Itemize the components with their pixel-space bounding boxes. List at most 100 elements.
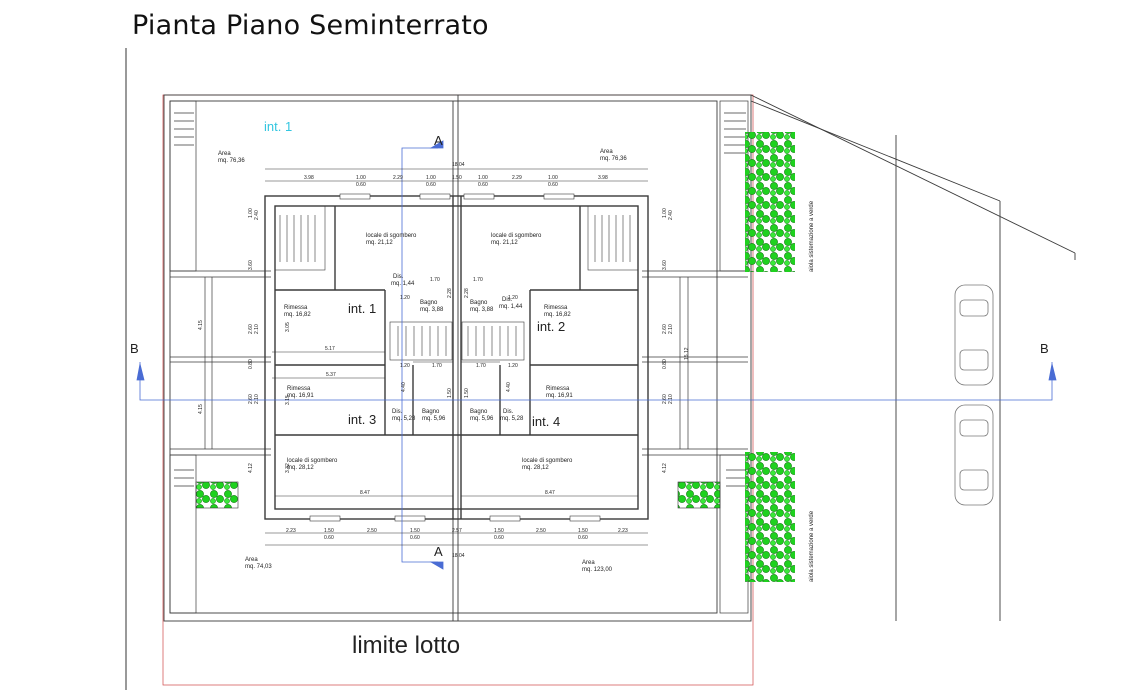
dim-100b: 1.00 (662, 208, 668, 218)
dim-228b: 2.28 (464, 288, 470, 298)
section-a-top: A (434, 133, 443, 148)
dim-top-6: 1.50 (452, 175, 462, 181)
unit-label-int2: int. 2 (537, 319, 565, 334)
dim-bottom-9: 2.50 (536, 528, 546, 534)
room-dis-4-name: Dis. (503, 409, 514, 415)
dim-100a: 1.00 (248, 208, 254, 218)
unit-label-int4: int. 4 (532, 414, 560, 429)
dim-top-1: 1.00 (356, 175, 366, 181)
dim-bottom-10: 1.50 (578, 528, 588, 534)
dim-315: 3.15 (285, 395, 291, 405)
dim-412a: 4.12 (248, 463, 254, 473)
planter-left (195, 481, 239, 509)
dim-260b: 2.60 (248, 394, 254, 404)
dim-total-top: 18.04 (452, 162, 465, 168)
section-b-right: B (1040, 341, 1049, 356)
room-bagno-2-value: mq. 3,88 (470, 307, 494, 313)
dim-210d: 2.10 (668, 394, 674, 404)
garden-label-north: aiola sistemazione a verde (809, 200, 815, 272)
dim-top-10: 1.00 (548, 175, 558, 181)
dim-top-5: 0.60 (426, 182, 436, 188)
dim-210a: 2.10 (254, 324, 260, 334)
room-dis-3-value: mq. 5,28 (392, 416, 416, 422)
dim-top-8: 0.60 (478, 182, 488, 188)
dimension-lines (265, 168, 648, 546)
dim-170d: 1.70 (476, 363, 486, 369)
dim-228a: 2.28 (447, 288, 453, 298)
planter-right (677, 481, 721, 509)
dim-170c: 1.70 (432, 363, 442, 369)
unit-label-int1-top: int. 1 (264, 119, 292, 134)
room-rimessa-2-name: Rimessa (544, 305, 568, 311)
room-sgombero-sw-name: locale di sgombero (287, 458, 338, 464)
greenery (195, 132, 795, 582)
dim-bottom-12: 2.23 (618, 528, 628, 534)
hedge-north (745, 132, 795, 272)
dim-total-bottom: 18.04 (452, 553, 465, 559)
room-rimessa-4-name: Rimessa (546, 386, 570, 392)
dim-top-7: 1.00 (478, 175, 488, 181)
dim-150a: 1.50 (447, 388, 453, 398)
dim-bottom-8: 0.60 (494, 535, 504, 541)
site-divisions (170, 270, 748, 456)
dim-240b: 2.40 (668, 210, 674, 220)
dim-847a: 8.47 (360, 490, 370, 496)
dim-210b: 2.10 (254, 394, 260, 404)
dim-bottom-0: 2.23 (286, 528, 296, 534)
room-dis-2-name: Dis. (502, 297, 513, 303)
interior-stairs (274, 205, 639, 361)
dim-412b: 4.12 (662, 463, 668, 473)
parking-cars (954, 284, 994, 506)
room-bagno-1-value: mq. 3,88 (420, 307, 444, 313)
dim-top-3: 2.29 (393, 175, 403, 181)
room-bagno-2-name: Bagno (470, 300, 488, 306)
page-title: Pianta Piano Seminterrato (132, 10, 489, 41)
room-sgombero-sw-value: mq. 28,12 (287, 465, 314, 471)
area-se-value: mq. 123,00 (582, 567, 613, 573)
dim-chain-top: 3.98 1.00 0.60 2.29 1.00 0.60 1.50 1.00 … (304, 175, 608, 188)
dim-260a: 2.60 (248, 324, 254, 334)
dim-120a: 1.20 (400, 295, 410, 301)
dim-080b: 0.80 (662, 359, 668, 369)
dim-332: 3.32 (285, 463, 291, 473)
dim-120d: 1.20 (508, 295, 518, 301)
building-walls (264, 195, 649, 520)
dim-260c: 2.60 (662, 324, 668, 334)
room-rimessa-2-value: mq. 16,82 (544, 312, 571, 318)
dim-bottom-2: 0.60 (324, 535, 334, 541)
dim-150b: 1.50 (464, 388, 470, 398)
room-rimessa-1-value: mq. 16,82 (284, 312, 311, 318)
room-sgombero-se-name: locale di sgombero (522, 458, 573, 464)
dim-bottom-6: 2.57 (452, 528, 462, 534)
dim-210c: 2.10 (668, 324, 674, 334)
room-sgombero-ne-name: locale di sgombero (491, 233, 542, 239)
dim-top-12: 3.98 (598, 175, 608, 181)
dim-top-9: 2.29 (512, 175, 522, 181)
room-dis-4-value: mq. 5,28 (500, 416, 524, 422)
room-sgombero-nw-name: locale di sgombero (366, 233, 417, 239)
area-sw-value: mq. 74,03 (245, 564, 272, 570)
dim-360a: 3.60 (248, 260, 254, 270)
dim-bottom-1: 1.50 (324, 528, 334, 534)
dim-170b: 1.70 (473, 277, 483, 283)
room-bagno-3-value: mq. 5,96 (422, 416, 446, 422)
dim-305: 3.05 (285, 322, 291, 332)
dim-440b: 4.40 (506, 382, 512, 392)
room-sgombero-se-value: mq. 28,12 (522, 465, 549, 471)
section-line-a (401, 140, 444, 570)
section-line-b (136, 362, 1057, 401)
dim-bottom-3: 2.50 (367, 528, 377, 534)
dim-120b: 1.20 (400, 363, 410, 369)
section-b-left: B (130, 341, 139, 356)
dim-517: 5.17 (325, 346, 335, 352)
garden-label-south: aiola sistemazione a verde (809, 510, 815, 582)
section-a-bottom: A (434, 544, 443, 559)
hedge-south (745, 452, 795, 582)
room-dis-2-value: mq. 1,44 (499, 304, 523, 310)
dim-240a: 2.40 (254, 210, 260, 220)
dim-bottom-7: 1.50 (494, 528, 504, 534)
dim-chain-bottom: 2.23 1.50 0.60 2.50 1.50 0.60 2.57 1.50 … (286, 528, 628, 541)
dim-440a: 4.40 (401, 382, 407, 392)
dim-360b: 3.60 (662, 260, 668, 270)
